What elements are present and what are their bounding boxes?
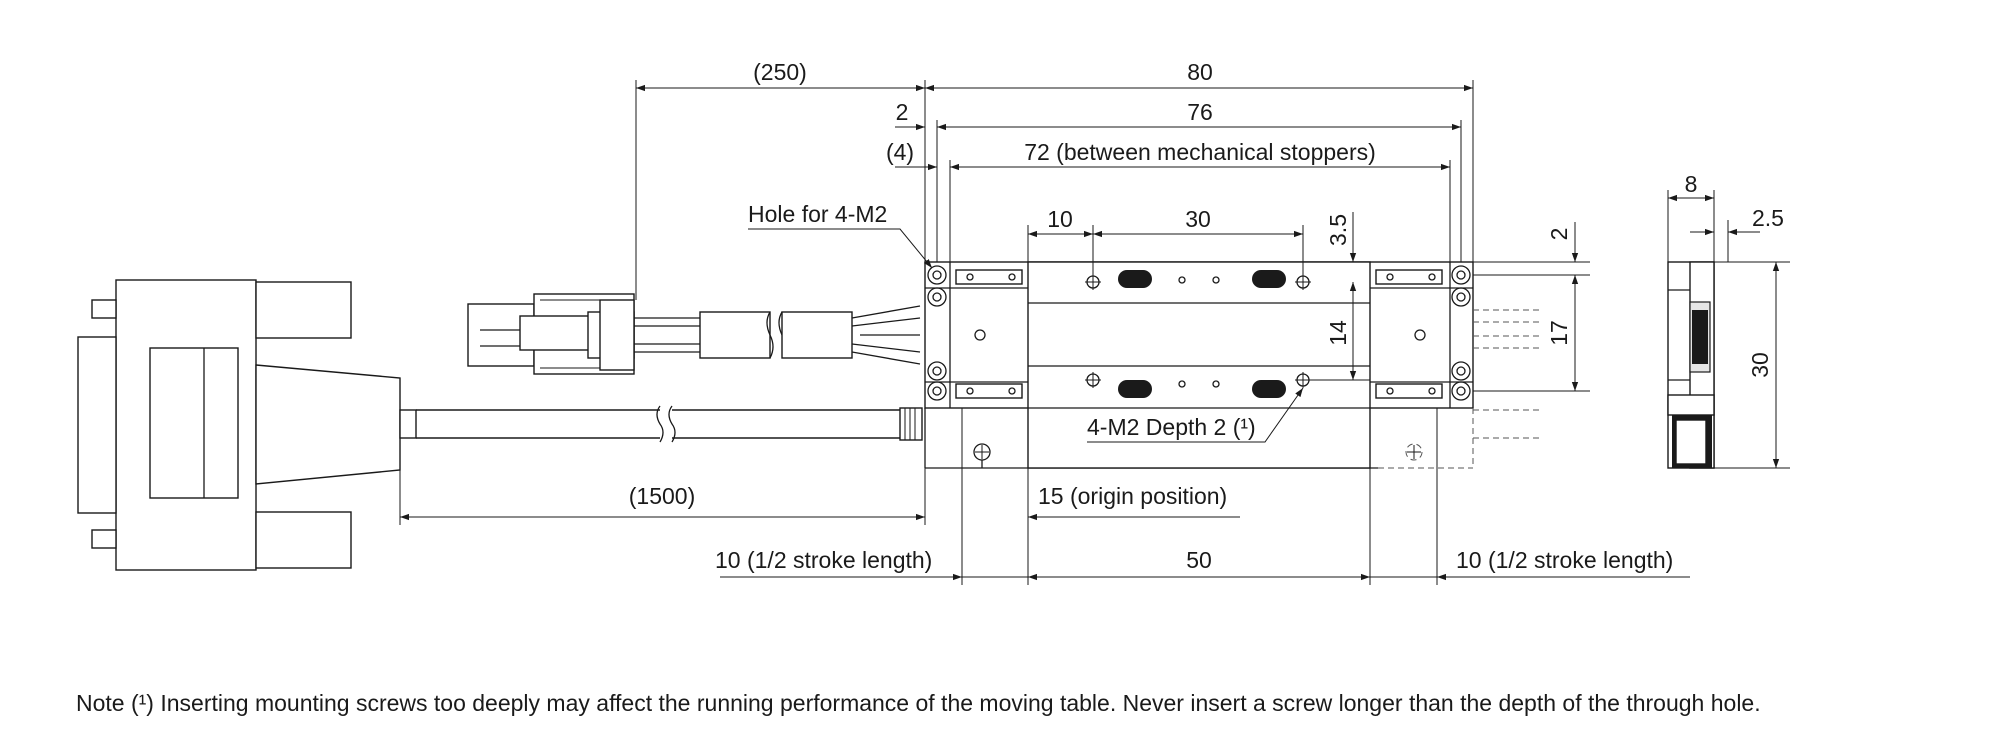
dim-2-right: 2: [1546, 228, 1572, 241]
dim-2: 2: [896, 99, 909, 125]
dim-14: 14: [1325, 320, 1351, 346]
dsub-connector: [77, 279, 417, 571]
dim-250: (250): [753, 59, 807, 85]
dimension-labels: (250) 80 2 76 (4) 72 (between mechanical…: [629, 59, 1784, 573]
callout-hole: Hole for 4-M2: [748, 201, 887, 227]
side-dim-8: 8: [1685, 171, 1698, 197]
dim-10-left: 10 (1/2 stroke length): [715, 547, 932, 573]
dimension-lines: [399, 80, 1790, 585]
stage-body: [924, 261, 1540, 469]
side-dim-30: 30: [1747, 352, 1773, 378]
side-dim-2-5: 2.5: [1752, 205, 1784, 231]
dim-30: 30: [1185, 206, 1211, 232]
dim-15-origin: 15 (origin position): [1038, 483, 1227, 509]
dim-80: 80: [1187, 59, 1213, 85]
dim-10: 10: [1047, 206, 1073, 232]
dim-72: 72 (between mechanical stoppers): [1024, 139, 1376, 165]
dim-1500: (1500): [629, 483, 695, 509]
dim-4: (4): [886, 139, 914, 165]
motor-cable: [416, 405, 923, 443]
dim-17: 17: [1546, 320, 1572, 346]
footnote: Note (¹) Inserting mounting screws too d…: [76, 690, 1761, 716]
dim-3-5: 3.5: [1325, 214, 1351, 246]
dim-76: 76: [1187, 99, 1213, 125]
dim-10-right: 10 (1/2 stroke length): [1456, 547, 1673, 573]
side-view: [1667, 261, 1715, 469]
callout-depth: 4-M2 Depth 2 (¹): [1087, 414, 1256, 440]
sensor-connector: [467, 293, 921, 375]
dim-50: 50: [1186, 547, 1212, 573]
